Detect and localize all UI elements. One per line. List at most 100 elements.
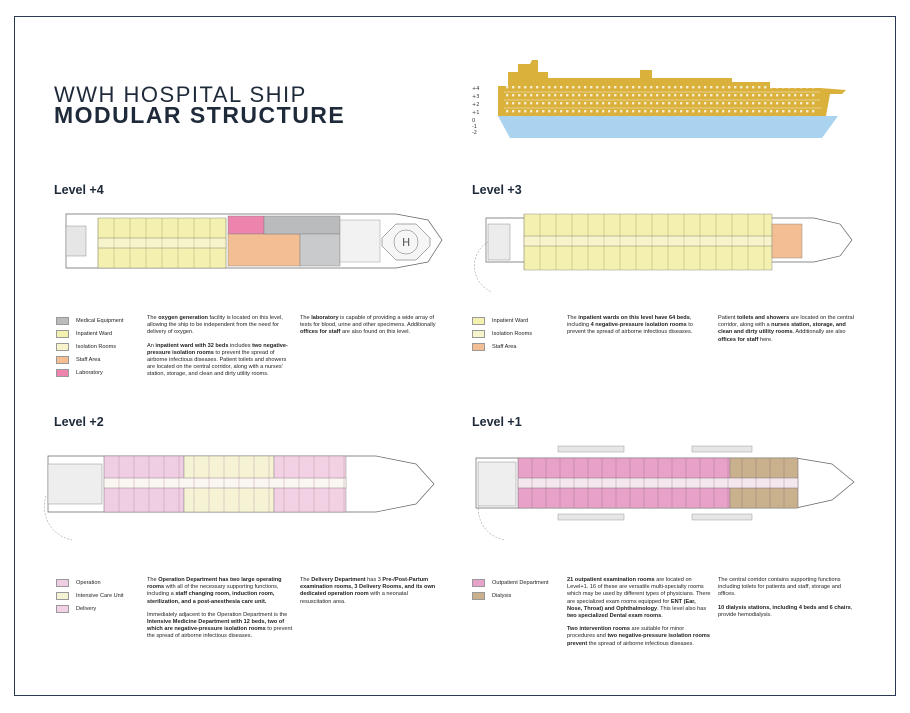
ship-window	[584, 110, 587, 113]
profile-level-label: +3	[472, 94, 479, 100]
level1-gangway-bottom	[557, 513, 625, 521]
ship-window	[650, 86, 653, 89]
ship-window	[572, 110, 575, 113]
ship-window	[746, 102, 749, 105]
level1-gangway-bottom-2	[691, 513, 753, 521]
level4-medical-equipment	[263, 215, 341, 235]
ship-window	[668, 86, 671, 89]
level3-description-col1: The inpatient wards on this level have 6…	[567, 315, 712, 343]
ship-window	[548, 94, 551, 97]
ship-window	[716, 94, 719, 97]
legend-label: Intensive Care Unit	[76, 593, 124, 599]
ship-window	[506, 94, 509, 97]
ship-window	[788, 86, 791, 89]
legend-swatch	[56, 317, 69, 325]
ship-window	[782, 102, 785, 105]
description-paragraph: The Operation Department has two large o…	[147, 577, 282, 605]
level4-title: Level +4	[54, 183, 104, 197]
ship-window	[512, 86, 515, 89]
ship-window	[674, 94, 677, 97]
legend-label: Staff Area	[492, 344, 517, 350]
level2-floor-plan	[44, 455, 435, 541]
ship-window	[704, 94, 707, 97]
ship-window	[806, 102, 809, 105]
ship-window	[524, 86, 527, 89]
ship-window	[728, 110, 731, 113]
ship-window	[674, 102, 677, 105]
ship-window	[548, 102, 551, 105]
ship-window	[566, 94, 569, 97]
level3-description-col2: Patient toilets and showers are located …	[718, 315, 858, 350]
ship-window	[638, 110, 641, 113]
description-paragraph: The laboratory is capable of providing a…	[300, 315, 436, 336]
legend-swatch	[472, 330, 485, 338]
ship-window	[596, 86, 599, 89]
ship-window	[734, 94, 737, 97]
ship-window	[692, 86, 695, 89]
legend-label: Outpatient Department	[492, 580, 549, 586]
ship-window	[746, 110, 749, 113]
description-paragraph: Immediately adjacent to the Operation De…	[147, 611, 293, 640]
ship-window	[548, 110, 551, 113]
ship-window	[620, 102, 623, 105]
ship-window	[710, 94, 713, 97]
level1-gangway-top	[557, 445, 625, 453]
level2-legend: Operation Intensive Care Unit Delivery	[56, 577, 124, 616]
ship-window	[758, 110, 761, 113]
level3-legend: Inpatient Ward Isolation Rooms Staff Are…	[472, 315, 532, 354]
legend-item: Operation	[56, 577, 124, 589]
ship-window	[806, 86, 809, 89]
ship-window	[602, 94, 605, 97]
profile-level-label: -1	[472, 124, 477, 130]
ship-window	[746, 94, 749, 97]
legend-swatch	[472, 592, 485, 600]
ship-window	[758, 86, 761, 89]
ship-window	[536, 110, 539, 113]
ship-window	[530, 86, 533, 89]
ship-window	[512, 102, 515, 105]
level4-helipad	[381, 223, 431, 261]
ship-window	[782, 110, 785, 113]
ship-window	[644, 86, 647, 89]
ship-window	[662, 94, 665, 97]
legend-label: Staff Area	[76, 357, 101, 363]
ship-window	[584, 102, 587, 105]
helipad-marker: H	[402, 236, 410, 249]
ship-window	[620, 110, 623, 113]
ship-window	[506, 86, 509, 89]
legend-item: Staff Area	[472, 341, 532, 353]
ship-window	[734, 110, 737, 113]
ship-window	[776, 110, 779, 113]
profile-level-label: -2	[472, 130, 477, 136]
ship-window	[572, 102, 575, 105]
ship-window	[626, 102, 629, 105]
description-paragraph: The Delivery Department has 3 Pre-/Post-…	[300, 577, 436, 605]
ship-window	[746, 86, 749, 89]
ship-window	[800, 110, 803, 113]
legend-item: Isolation Rooms	[472, 328, 532, 340]
legend-swatch	[56, 369, 69, 377]
ship-window	[632, 110, 635, 113]
ship-window	[758, 102, 761, 105]
legend-swatch	[56, 579, 69, 587]
ship-window	[782, 86, 785, 89]
ship-window	[614, 86, 617, 89]
legend-item: Medical Equipment	[56, 315, 124, 327]
ship-window	[614, 94, 617, 97]
level1-title: Level +1	[472, 415, 522, 429]
level2-stern-block	[47, 463, 103, 505]
legend-label: Laboratory	[76, 370, 103, 376]
level3-staff-area	[771, 223, 803, 259]
ship-window	[764, 110, 767, 113]
ship-window	[752, 86, 755, 89]
level4-floor-plan: H	[65, 213, 443, 269]
legend-label: Delivery	[76, 606, 97, 612]
ship-window	[752, 110, 755, 113]
legend-item: Inpatient Ward	[472, 315, 532, 327]
ship-window	[536, 102, 539, 105]
ship-window	[566, 110, 569, 113]
ship-window	[650, 110, 653, 113]
ship-window	[770, 86, 773, 89]
ship-window	[800, 102, 803, 105]
page-title-line2: MODULAR STRUCTURE	[54, 102, 346, 128]
